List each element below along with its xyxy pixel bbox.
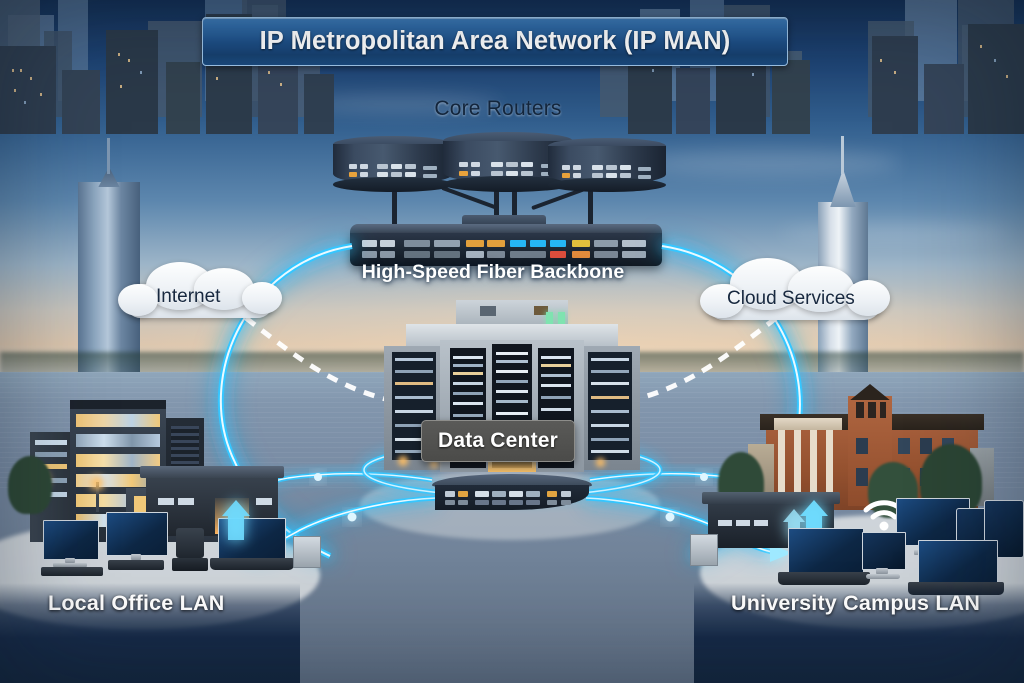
router-base [548,177,666,192]
shed-roof [140,466,284,478]
laptop-keyboard[interactable] [210,558,294,570]
laptop-keyboard[interactable] [778,572,870,585]
ground-light [596,458,605,467]
internet-cloud[interactable] [118,258,284,320]
laptop[interactable] [210,518,294,572]
rack-face [350,233,662,266]
data-center-label: Data Center [421,420,575,462]
rack-lid [350,224,662,235]
shed-window [158,498,174,505]
shed-window [718,520,732,526]
shed-window [754,520,768,526]
desktop-monitor[interactable] [104,512,168,570]
tree [8,456,52,514]
university-campus-lan-label: University Campus LAN [731,591,981,615]
local-office-lan-band [0,583,300,683]
router-cable [512,183,517,231]
desktop-monitor[interactable] [41,520,103,576]
sky-wisp [300,95,500,113]
keyboard[interactable] [41,567,103,576]
core-routers-label: Core Routers [434,97,562,120]
internet-cloud-label: Internet [156,286,221,307]
router-base [333,177,453,192]
street-cabinet [293,536,321,568]
laptop[interactable] [778,528,870,586]
desk-phone[interactable] [172,528,208,572]
router-cable [392,183,397,231]
switch-face [435,484,589,511]
street-cabinet [690,534,718,566]
ground-light [430,460,438,468]
campus-edge-switch-roof [702,492,840,504]
shed-window [178,498,194,505]
university-campus-lan-band [694,583,1024,683]
core-router-1[interactable] [333,136,453,192]
page-title-text: IP Metropolitan Area Network (IP MAN) [259,27,731,55]
distribution-switch[interactable] [432,474,592,516]
data-center-label-text: Data Center [437,429,559,452]
cloud-services-label: Cloud Services [727,288,855,309]
local-office-lan-label: Local Office LAN [48,591,225,615]
keyboard[interactable] [108,560,164,570]
shed-window [736,520,750,526]
router-base [443,176,573,192]
street-lamp [96,482,99,512]
shed-window [256,498,272,505]
router-cable [588,183,593,231]
core-router-3[interactable] [548,138,666,192]
sky-wisp [640,150,900,176]
core-rack[interactable] [350,224,662,266]
ground-light [398,456,408,466]
tablet-stand[interactable] [862,532,906,584]
backbone-label: High-Speed Fiber Backbone [361,261,625,283]
page-title: IP Metropolitan Area Network (IP MAN) [202,17,788,66]
cloud-services-cloud[interactable] [700,256,892,322]
lamp-glow [90,476,104,490]
